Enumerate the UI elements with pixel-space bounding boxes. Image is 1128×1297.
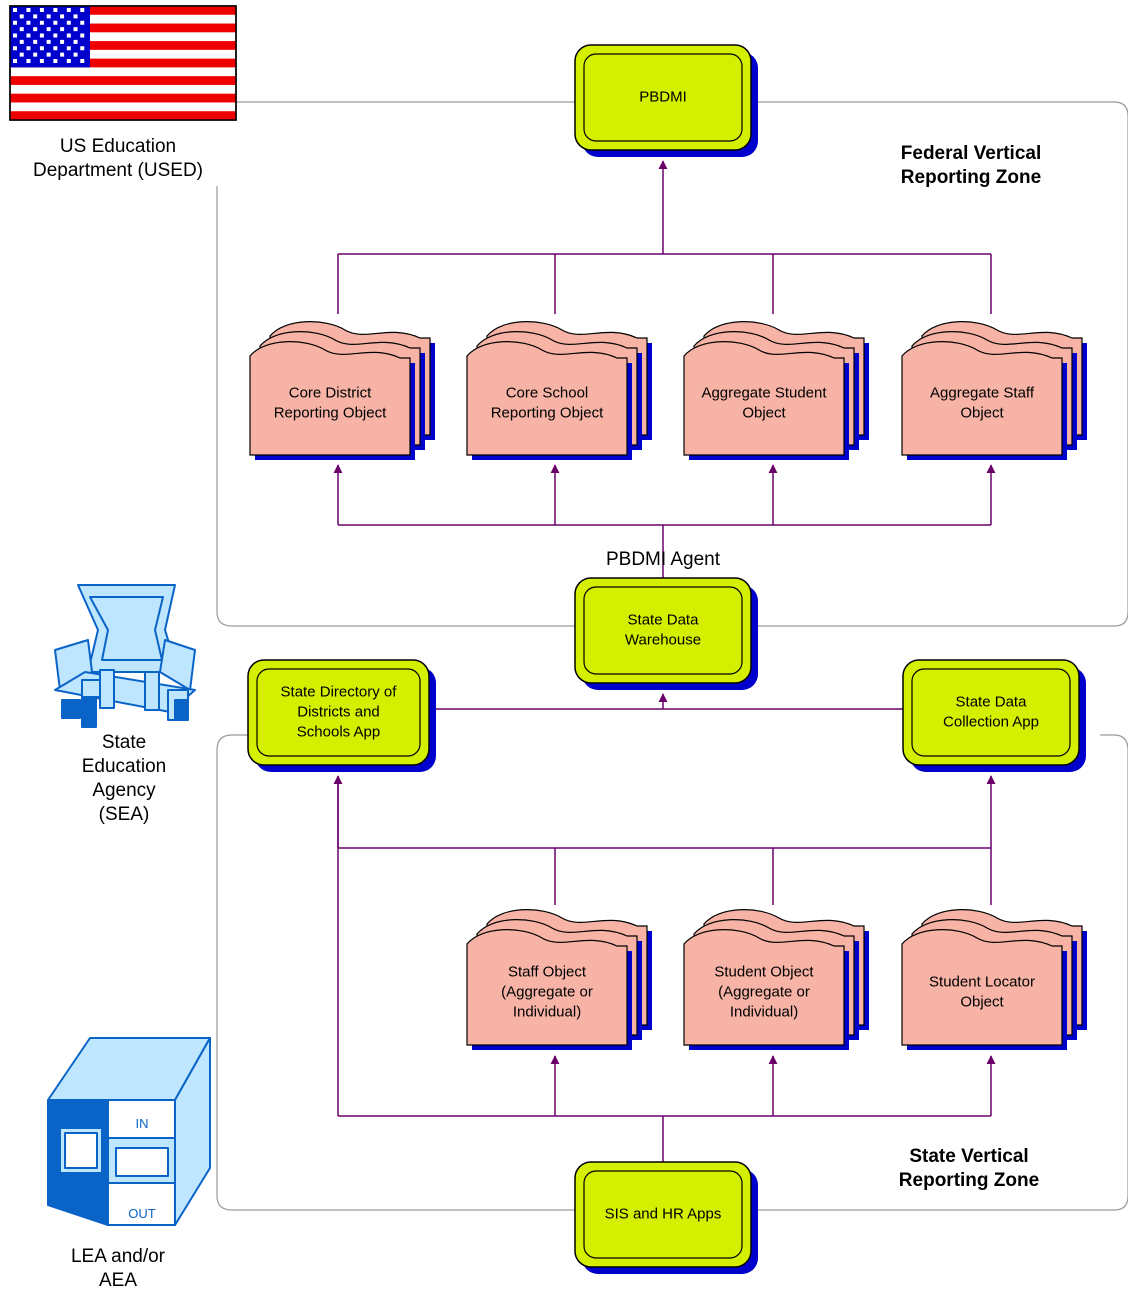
- pbdmi-box: PBDMI: [574, 44, 758, 157]
- sis-hr-apps-box-line: SIS and HR Apps: [605, 1205, 722, 1222]
- state-directory-app-box-line: Districts and: [297, 703, 380, 720]
- core-school-reporting-object-line: Core School: [506, 384, 589, 401]
- aggregate-staff-object-line: Object: [960, 404, 1004, 421]
- out-label: OUT: [128, 1206, 156, 1221]
- in-label: IN: [136, 1116, 149, 1131]
- student-object-line: Student Object: [714, 963, 814, 980]
- used-label-line: Department (USED): [33, 160, 203, 181]
- staff-object: Staff Object (Aggregate or Individual): [466, 909, 652, 1050]
- aggregate-student-object-line: Aggregate Student: [701, 384, 827, 401]
- state-zone-label-line: Reporting Zone: [899, 1170, 1039, 1191]
- aggregate-staff-object-line: Aggregate Staff: [930, 384, 1035, 401]
- chair-icon: [54, 584, 196, 728]
- sis-hr-apps-box: SIS and HR Apps: [574, 1161, 758, 1274]
- student-locator-object-line: Student Locator: [929, 973, 1035, 990]
- state-zone-boundary: [216, 734, 1128, 1211]
- sea-label-line: (SEA): [99, 804, 150, 825]
- student-locator-object-line: Object: [960, 993, 1004, 1010]
- lea-label-line: LEA and/or: [71, 1246, 166, 1267]
- core-district-reporting-object-line: Core District: [289, 384, 372, 401]
- federal-zone-boundary: [216, 101, 1128, 627]
- sea-label-line: State: [102, 732, 146, 753]
- pbdmi-agent-label: PBDMI Agent: [606, 549, 721, 570]
- student-object-line: Individual): [730, 1003, 798, 1020]
- in-out-box-icon: IN OUT: [47, 1037, 211, 1226]
- staff-object-line: (Aggregate or: [501, 983, 593, 1000]
- sea-label-line: Education: [82, 756, 167, 777]
- state-data-collection-app-box-line: Collection App: [943, 713, 1039, 730]
- state-data-warehouse-box-line: State Data: [628, 611, 700, 628]
- student-object-line: (Aggregate or: [718, 983, 810, 1000]
- lea-label-line: AEA: [99, 1270, 137, 1291]
- state-data-warehouse-box-line: Warehouse: [625, 631, 701, 648]
- core-school-reporting-object-line: Reporting Object: [491, 404, 604, 421]
- state-directory-app-box-line: State Directory of: [281, 683, 398, 700]
- used-label-line: US Education: [60, 136, 176, 157]
- pbdmi-box-line: PBDMI: [639, 88, 687, 105]
- us-flag-icon: [9, 5, 237, 121]
- state-data-collection-app-box-line: State Data: [956, 693, 1028, 710]
- state-directory-app-box-line: Schools App: [297, 723, 380, 740]
- federal-zone-label-line: Federal Vertical: [901, 143, 1041, 164]
- sea-label-line: Agency: [92, 780, 156, 801]
- state-zone-label-line: State Vertical: [909, 1146, 1028, 1167]
- connector-lines: [333, 160, 996, 1174]
- student-object: Student Object (Aggregate or Individual): [683, 909, 869, 1050]
- staff-object-line: Individual): [513, 1003, 581, 1020]
- staff-object-line: Staff Object: [508, 963, 587, 980]
- core-district-reporting-object-line: Reporting Object: [274, 404, 387, 421]
- aggregate-student-object-line: Object: [742, 404, 786, 421]
- federal-zone-label-line: Reporting Zone: [901, 167, 1041, 188]
